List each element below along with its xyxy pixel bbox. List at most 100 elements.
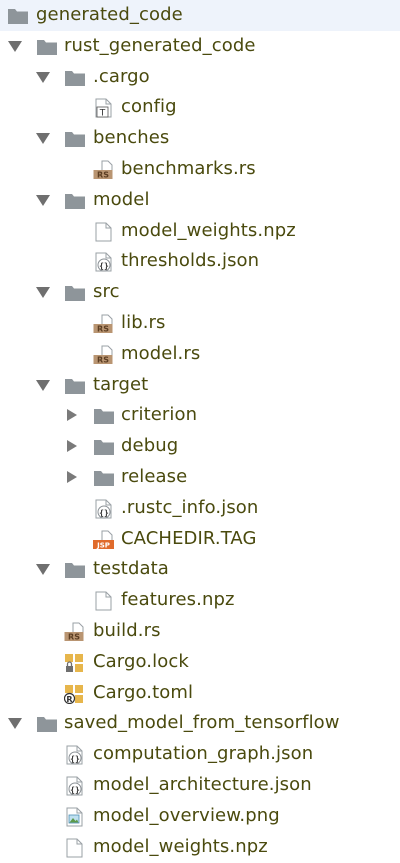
folder-icon <box>64 68 86 88</box>
svg-text:{}: {} <box>99 508 109 517</box>
tree-item-label: .cargo <box>93 65 150 87</box>
tree-item-release[interactable]: release <box>0 462 400 493</box>
tree-item-label: computation_graph.json <box>93 743 314 765</box>
chevron-down-icon[interactable] <box>36 379 50 391</box>
svg-text:RS: RS <box>97 170 109 179</box>
tree-item-label: generated_code <box>36 4 183 25</box>
tree-item-label: benches <box>93 127 170 149</box>
chevron-down-icon[interactable] <box>8 40 22 52</box>
rust-file-icon: RS <box>93 345 115 365</box>
tree-item-label: model_weights.npz <box>121 219 296 241</box>
chevron-down-icon[interactable] <box>8 718 22 730</box>
tree-item-label: build.rs <box>93 619 161 641</box>
tree-item-label: features.npz <box>121 589 235 611</box>
tree-item-label: release <box>121 465 188 487</box>
tree-item-label: target <box>93 373 149 395</box>
tree-item-model[interactable]: model <box>0 185 400 216</box>
tree-item-label: src <box>93 281 120 303</box>
tree-item-cargo-lock[interactable]: Cargo.lock <box>0 647 400 678</box>
tree-item-testdata[interactable]: testdata <box>0 554 400 585</box>
tree-item-target[interactable]: target <box>0 370 400 401</box>
text-file-icon: T <box>93 98 115 118</box>
svg-text:T: T <box>99 109 106 119</box>
svg-text:{}: {} <box>70 755 80 764</box>
json-file-icon: {} <box>64 776 86 796</box>
json-file-icon: {} <box>64 745 86 765</box>
tree-item-criterion[interactable]: criterion <box>0 400 400 431</box>
tree-item-rust-generated-code[interactable]: rust_generated_code <box>0 31 400 62</box>
tree-item-build-rs[interactable]: RS build.rs <box>0 616 400 647</box>
folder-icon <box>93 406 115 426</box>
tree-item-label: rust_generated_code <box>64 34 256 56</box>
folder-icon <box>64 376 86 396</box>
tree-item-label: testdata <box>93 558 169 580</box>
tree-item-cargo-toml[interactable]: R Cargo.toml <box>0 678 400 709</box>
file-icon <box>93 591 115 611</box>
chevron-right-icon[interactable] <box>67 440 77 453</box>
tree-item-model-weights-npz[interactable]: model_weights.npz <box>0 216 400 247</box>
tree-item-model-rs[interactable]: RS model.rs <box>0 339 400 370</box>
tree-item-model-weights-npz[interactable]: model_weights.npz <box>0 832 400 863</box>
folder-icon <box>93 468 115 488</box>
tree-item-rustc-info-json[interactable]: {} .rustc_info.json <box>0 493 400 524</box>
json-file-icon: {} <box>93 252 115 272</box>
folder-icon <box>64 129 86 149</box>
cargo-lock-icon <box>64 653 86 673</box>
rust-file-icon: RS <box>93 160 115 180</box>
tree-item-benches[interactable]: benches <box>0 123 400 154</box>
folder-icon <box>7 6 29 26</box>
tree-item-model-architecture-json[interactable]: {} model_architecture.json <box>0 770 400 801</box>
tree-item-benchmarks-rs[interactable]: RS benchmarks.rs <box>0 154 400 185</box>
svg-text:{}: {} <box>99 262 109 271</box>
chevron-down-icon[interactable] <box>36 287 50 299</box>
tree-item-label: model_overview.png <box>93 804 280 826</box>
chevron-down-icon[interactable] <box>36 564 50 576</box>
tree-item-label: saved_model_from_tensorflow <box>64 712 340 734</box>
tree-item-label: Cargo.lock <box>93 650 189 672</box>
tree-item-label: .rustc_info.json <box>121 496 259 518</box>
folder-icon <box>64 283 86 303</box>
tree-item-cachedir-tag[interactable]: JSP CACHEDIR.TAG <box>0 524 400 555</box>
rust-file-icon: RS <box>64 622 86 642</box>
svg-text:R: R <box>66 694 72 703</box>
tree-item-label: CACHEDIR.TAG <box>121 527 257 549</box>
tree-item-label: criterion <box>121 404 198 426</box>
tree-item-label: model_architecture.json <box>93 773 312 795</box>
chevron-right-icon[interactable] <box>67 470 77 483</box>
tree-item-label: debug <box>121 435 179 457</box>
tree-item-model-overview-png[interactable]: model_overview.png <box>0 801 400 832</box>
cargo-toml-icon: R <box>64 684 86 704</box>
chevron-down-icon[interactable] <box>36 194 50 206</box>
folder-icon <box>36 37 58 57</box>
image-file-icon <box>64 807 86 827</box>
svg-text:{}: {} <box>70 785 80 794</box>
file-icon <box>64 838 86 858</box>
tree-item-label: thresholds.json <box>121 250 260 272</box>
chevron-down-icon[interactable] <box>36 71 50 83</box>
svg-text:RS: RS <box>68 632 80 641</box>
folder-icon <box>36 714 58 734</box>
folder-icon <box>93 437 115 457</box>
jsp-file-icon: JSP <box>93 530 115 550</box>
tree-item-computation-graph-json[interactable]: {} computation_graph.json <box>0 739 400 770</box>
tree-item-cargo[interactable]: .cargo <box>0 62 400 93</box>
svg-text:RS: RS <box>97 355 109 364</box>
tree-item-generated-code[interactable]: generated_code <box>0 0 400 31</box>
chevron-right-icon[interactable] <box>67 409 77 422</box>
tree-item-label: model.rs <box>121 342 201 364</box>
chevron-down-icon[interactable] <box>36 133 50 145</box>
tree-item-debug[interactable]: debug <box>0 431 400 462</box>
tree-item-label: benchmarks.rs <box>121 157 256 179</box>
json-file-icon: {} <box>93 499 115 519</box>
tree-item-saved-model-from-tensorflow[interactable]: saved_model_from_tensorflow <box>0 708 400 739</box>
tree-item-thresholds-json[interactable]: {} thresholds.json <box>0 246 400 277</box>
svg-text:RS: RS <box>97 324 109 333</box>
tree-item-label: model_weights.npz <box>93 835 268 857</box>
tree-item-src[interactable]: src <box>0 277 400 308</box>
tree-item-label: Cargo.toml <box>93 681 194 703</box>
folder-icon <box>64 191 86 211</box>
tree-item-features-npz[interactable]: features.npz <box>0 585 400 616</box>
